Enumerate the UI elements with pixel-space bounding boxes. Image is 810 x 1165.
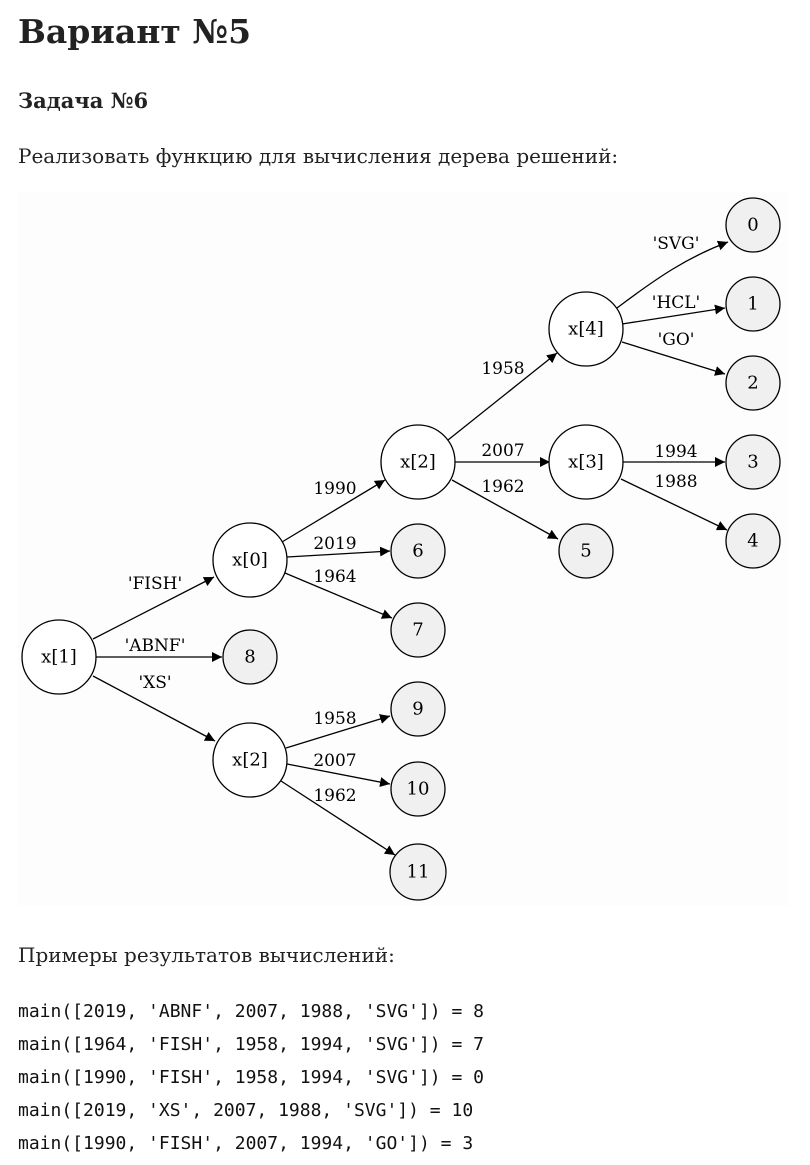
- leaf-2: [725, 355, 781, 411]
- example-line: main([1990, 'FISH', 2007, 1994, 'GO']) =…: [18, 1133, 474, 1154]
- node-label-x2a: x[2]: [400, 452, 436, 473]
- leaf-label-4: 4: [747, 531, 758, 552]
- edge-label-x4-l2: 'GO': [658, 330, 695, 350]
- node-x3: [548, 424, 624, 500]
- edge-label-x3-l3: 1994: [654, 442, 697, 462]
- edge-label-x2a-x3: 2007: [481, 441, 524, 461]
- edge-x2b-l10: [286, 763, 391, 788]
- node-label-root: x[1]: [41, 647, 77, 668]
- example-line: main([1964, 'FISH', 1958, 1994, 'SVG']) …: [18, 1034, 484, 1055]
- edge-label-x2b-l10: 2007: [313, 751, 356, 771]
- example-line: main([2019, 'ABNF', 2007, 1988, 'SVG']) …: [18, 1001, 484, 1022]
- edge-x2a-l5: [451, 479, 559, 540]
- example-line: main([2019, 'XS', 2007, 1988, 'SVG']) = …: [18, 1100, 474, 1121]
- examples-heading: Примеры результатов вычислений:: [18, 943, 395, 967]
- edge-label-x2a-l5: 1962: [481, 477, 524, 497]
- node-label-x2b: x[2]: [232, 750, 268, 771]
- edge-label-x2b-l9: 1958: [313, 709, 356, 729]
- leaf-label-1: 1: [747, 294, 758, 315]
- leaf-7: [390, 602, 446, 658]
- edge-root-x0: [92, 576, 215, 640]
- edge-x4-l0: [616, 240, 729, 309]
- edge-x4-l2: [621, 341, 726, 376]
- leaf-9: [390, 681, 446, 737]
- task-title: Задача №6: [18, 88, 149, 113]
- leaf-0: [725, 197, 781, 253]
- decision-tree-diagram: 'FISH' 'ABNF' 'XS' 1990 2019 1964 1958 2…: [18, 192, 788, 906]
- node-label-x3: x[3]: [568, 452, 604, 473]
- leaf-3: [725, 434, 781, 490]
- edge-label-root-x0: 'FISH': [128, 574, 182, 594]
- edge-label-x0-l7: 1964: [313, 567, 356, 587]
- leaf-6: [390, 523, 446, 579]
- leaf-label-10: 10: [407, 779, 430, 800]
- example-line: main([1990, 'FISH', 1958, 1994, 'SVG']) …: [18, 1067, 484, 1088]
- edge-x2b-l11: [280, 780, 396, 856]
- examples-list: main([2019, 'ABNF', 2007, 1988, 'SVG']) …: [18, 995, 484, 1160]
- leaf-label-2: 2: [747, 373, 758, 394]
- edge-label-root-x2b: 'XS': [138, 673, 171, 693]
- edge-x0-l7: [284, 572, 393, 619]
- leaf-label-8: 8: [244, 647, 255, 668]
- edge-label-x0-l6: 2019: [313, 534, 356, 554]
- leaf-label-7: 7: [412, 620, 423, 641]
- edge-label-x4-l0: 'SVG': [653, 234, 700, 254]
- node-x0: [212, 522, 288, 598]
- edge-root-x2b: [92, 675, 216, 742]
- edge-label-x2a-x4: 1958: [481, 359, 524, 379]
- node-x4: [548, 291, 624, 367]
- leaf-label-0: 0: [747, 215, 758, 236]
- node-root: [21, 619, 97, 695]
- edge-x3-l4: [620, 478, 728, 531]
- node-label-x0: x[0]: [232, 550, 268, 571]
- edge-label-x4-l1: 'HCL': [652, 293, 700, 313]
- leaf-label-9: 9: [412, 699, 423, 720]
- task-description: Реализовать функцию для вычисления дерев…: [18, 144, 619, 168]
- leaf-label-5: 5: [580, 541, 591, 562]
- node-label-x4: x[4]: [568, 319, 604, 340]
- edge-x4-l1: [621, 304, 726, 325]
- node-x2b: [212, 722, 288, 798]
- leaf-label-3: 3: [747, 452, 758, 473]
- edge-x0-x2a: [281, 479, 386, 543]
- edge-label-root-l8: 'ABNF': [125, 636, 186, 656]
- leaf-1: [725, 276, 781, 332]
- edge-x2a-x4: [447, 352, 558, 441]
- leaf-8: [222, 629, 278, 685]
- leaf-label-11: 11: [407, 862, 430, 883]
- leaf-10: [390, 761, 446, 817]
- edge-x0-l6: [286, 546, 391, 558]
- edge-label-x2b-l11: 1962: [313, 786, 356, 806]
- leaf-5: [558, 523, 614, 579]
- leaf-4: [725, 513, 781, 569]
- edge-label-x0-x2a: 1990: [313, 479, 356, 499]
- tree-edges: [92, 240, 729, 856]
- edge-label-x3-l4: 1988: [654, 472, 697, 492]
- leaf-11: [389, 843, 447, 901]
- edge-x2b-l9: [285, 714, 391, 749]
- node-x2a: [380, 424, 456, 500]
- variant-title: Вариант №5: [18, 12, 252, 51]
- leaf-label-6: 6: [412, 541, 423, 562]
